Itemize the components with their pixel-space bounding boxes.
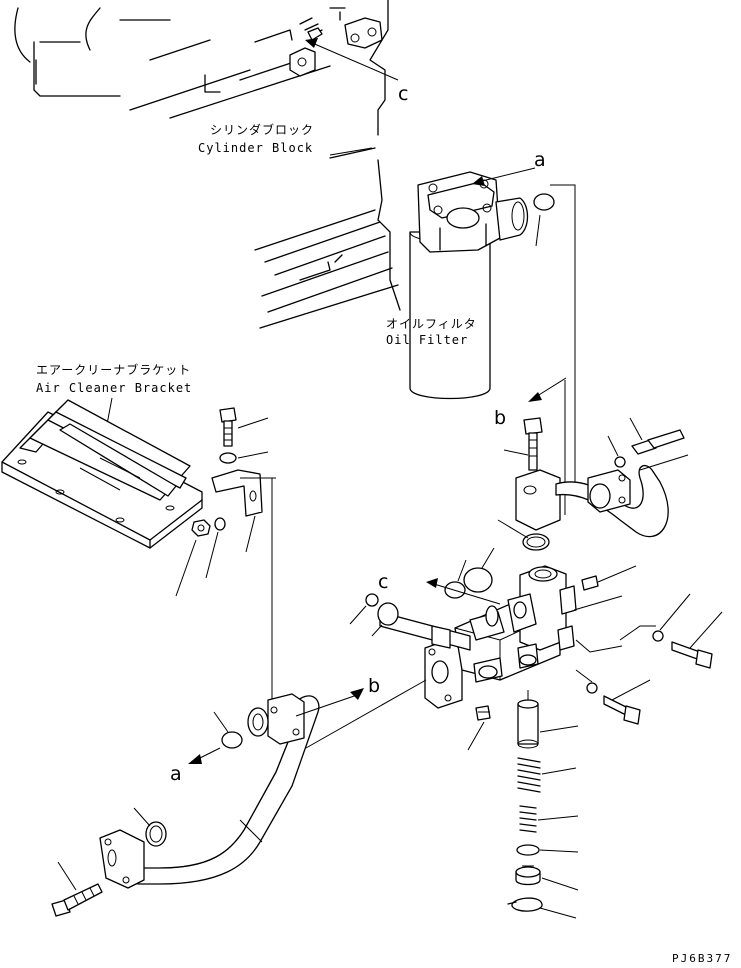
ref-arrow-a-low: a	[170, 747, 221, 785]
ref-a-top: a	[534, 149, 546, 171]
outlet-tube-assembly	[497, 417, 689, 551]
valve-body	[379, 565, 577, 709]
oil-filter-label-en: Oil Filter	[386, 333, 468, 347]
ref-b-mid: b	[494, 407, 506, 429]
ref-arrow-b-mid: b	[494, 377, 567, 429]
ref-arrow-c-top: c	[305, 38, 408, 105]
relief-valve-parts	[507, 690, 579, 919]
valve-seals	[349, 547, 656, 751]
air-cleaner-label-en: Air Cleaner Bracket	[36, 381, 192, 395]
ref-arrow-a-top: a	[472, 149, 546, 186]
oil-filter	[409, 171, 555, 400]
oil-filter-label-jp: オイルフィルタ	[386, 317, 477, 331]
cylinder-block-label-jp: シリンダブロック	[210, 122, 314, 137]
valve-bolts-right	[575, 593, 723, 725]
ref-c-top: c	[398, 83, 408, 105]
cylinder-block	[14, 0, 401, 329]
air-cleaner-bracket	[1, 399, 203, 549]
inlet-tube	[51, 693, 320, 917]
ref-c-mid: c	[378, 571, 388, 593]
ref-arrow-b-low: b	[295, 675, 427, 749]
cylinder-block-label-en: Cylinder Block	[198, 141, 313, 155]
drawing-code: PJ6B377	[672, 952, 732, 965]
ref-a-low: a	[170, 763, 182, 785]
air-cleaner-label-jp: エアークリーナブラケット	[36, 362, 191, 377]
ref-b-low: b	[368, 675, 380, 697]
bracket-bolts	[175, 407, 276, 597]
ref-arrow-c-mid: c	[378, 571, 501, 605]
